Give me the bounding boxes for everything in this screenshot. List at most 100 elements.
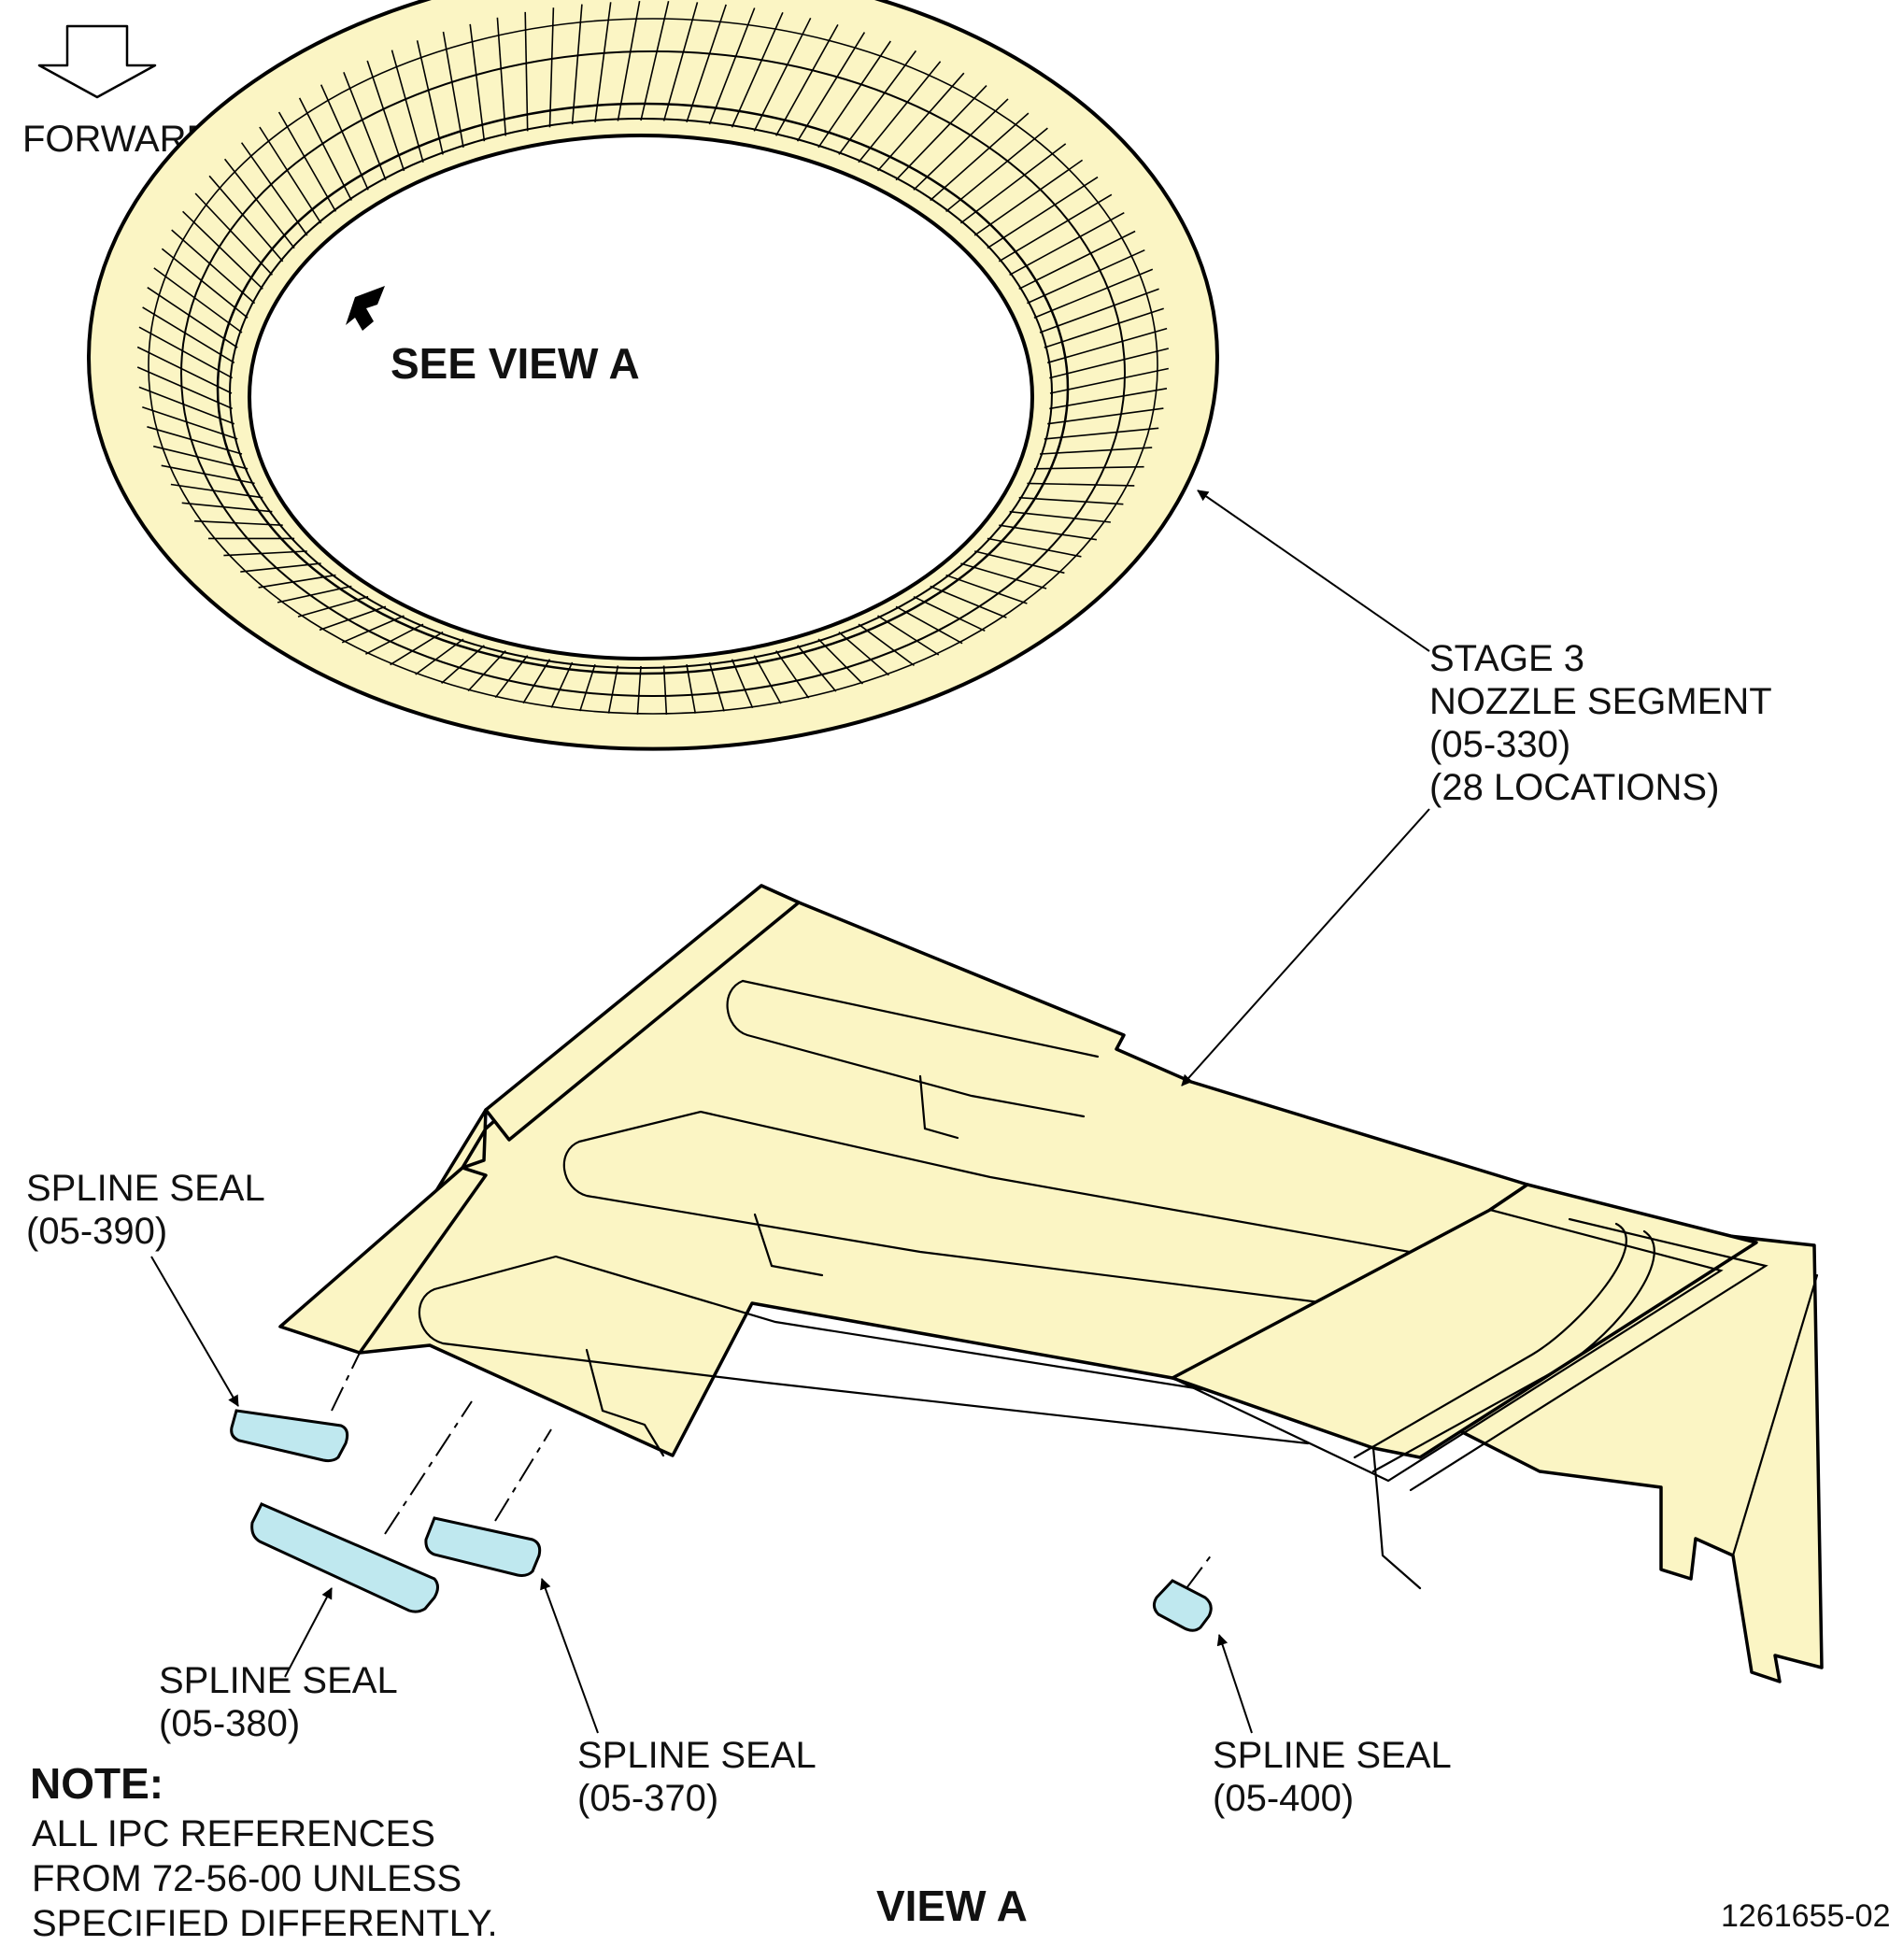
note-title: NOTE: bbox=[30, 1759, 163, 1808]
ring-vane bbox=[496, 17, 507, 136]
ring-vane bbox=[1033, 465, 1144, 470]
ring-vane bbox=[1009, 510, 1111, 523]
ring-vane bbox=[1018, 230, 1136, 291]
ring-vane bbox=[775, 24, 839, 136]
leader-lines bbox=[150, 490, 1430, 1734]
ring-vane bbox=[136, 346, 233, 394]
spline-seal-390 bbox=[230, 1409, 349, 1463]
ring-vane bbox=[153, 267, 243, 334]
ring-vane bbox=[1009, 211, 1125, 277]
ring-vane bbox=[571, 4, 583, 125]
view-title: VIEW A bbox=[876, 1882, 1028, 1930]
ring-vane bbox=[223, 158, 295, 249]
view-pointer-icon bbox=[346, 286, 385, 331]
ring-vane bbox=[1027, 249, 1145, 305]
ring-vane bbox=[469, 23, 486, 142]
ring-vane bbox=[171, 229, 256, 305]
ring-vane bbox=[594, 2, 612, 122]
ring-vane bbox=[548, 7, 555, 128]
seal-390-label-line2: (05-390) bbox=[26, 1211, 167, 1252]
nozzle-label-line4: (28 LOCATIONS) bbox=[1429, 767, 1719, 808]
seal-390-callout: SPLINE SEAL (05-390) bbox=[26, 1168, 265, 1252]
seal-400-callout: SPLINE SEAL (05-400) bbox=[1213, 1735, 1452, 1819]
ring-vane bbox=[640, 1, 670, 121]
ring-vane bbox=[1039, 447, 1153, 455]
ring-vane bbox=[838, 50, 917, 155]
seal-380-label-line1: SPLINE SEAL bbox=[159, 1660, 398, 1701]
ring-vane bbox=[1044, 307, 1164, 348]
ring-vane bbox=[708, 7, 756, 125]
note-line3: SPECIFIED DIFFERENTLY. bbox=[32, 1903, 498, 1944]
ring-vane bbox=[147, 287, 238, 348]
note-block: NOTE: ALL IPC REFERENCES FROM 72-56-00 U… bbox=[30, 1759, 498, 1944]
nozzle-label-line3: (05-330) bbox=[1429, 724, 1570, 765]
ring-vane bbox=[1047, 407, 1164, 425]
spline-seal-380 bbox=[250, 1502, 439, 1613]
ring-vane bbox=[753, 17, 812, 132]
ring-vane bbox=[662, 2, 699, 121]
ring-vane bbox=[895, 85, 987, 181]
ring-vane bbox=[416, 40, 444, 155]
nozzle-ring bbox=[86, 0, 1220, 751]
ring-vane bbox=[973, 159, 1084, 236]
ring-vane bbox=[194, 192, 273, 276]
ring-vane bbox=[208, 175, 284, 263]
seal-370-label-line2: (05-370) bbox=[577, 1778, 718, 1819]
ring-vane bbox=[998, 193, 1113, 263]
ring-vane bbox=[731, 11, 784, 128]
ring-vane bbox=[182, 210, 263, 290]
alignment-lines bbox=[331, 1352, 1215, 1589]
ring-vane bbox=[617, 0, 641, 121]
ring-vane bbox=[298, 97, 353, 201]
ring-vane bbox=[945, 127, 1048, 213]
ring-vane bbox=[858, 61, 942, 163]
ring-vane bbox=[796, 32, 866, 142]
ring-vane bbox=[142, 306, 235, 363]
ring-vane bbox=[1044, 427, 1159, 440]
forward-arrow-icon bbox=[37, 24, 157, 99]
figure-number: 1261655-02 bbox=[1721, 1898, 1889, 1934]
ring-vane bbox=[1027, 482, 1135, 487]
nozzle-segment bbox=[277, 884, 1824, 1683]
ring-vane bbox=[442, 31, 464, 149]
nozzle-label-line1: STAGE 3 bbox=[1429, 638, 1584, 679]
ring-vane bbox=[142, 405, 238, 440]
note-line2: FROM 72-56-00 UNLESS bbox=[32, 1858, 462, 1899]
ring-vane bbox=[1049, 388, 1168, 410]
ring-vanes bbox=[136, 0, 1169, 715]
ring-vane bbox=[1046, 327, 1168, 364]
seal-390-label-line1: SPLINE SEAL bbox=[26, 1168, 265, 1209]
nozzle-callout: STAGE 3 NOZZLE SEGMENT (05-330) (28 LOCA… bbox=[1429, 638, 1772, 808]
spline-seal-400 bbox=[1152, 1579, 1213, 1632]
ring-vane bbox=[391, 50, 424, 163]
ring-vane bbox=[1039, 288, 1159, 334]
ring-vane bbox=[686, 4, 727, 123]
ring-vane bbox=[524, 11, 529, 132]
ring-vane bbox=[987, 176, 1099, 249]
see-view-label: SEE VIEW A bbox=[391, 339, 640, 388]
ring-vane bbox=[876, 72, 965, 172]
seal-400-label-line2: (05-400) bbox=[1213, 1778, 1354, 1819]
ring-vane bbox=[240, 142, 308, 236]
ring-vane bbox=[959, 143, 1067, 224]
ring-vane bbox=[1049, 348, 1169, 379]
ring-vane bbox=[343, 72, 387, 180]
seal-380-callout: SPLINE SEAL (05-380) bbox=[159, 1660, 398, 1744]
seal-370-label-line1: SPLINE SEAL bbox=[577, 1735, 817, 1776]
ring-vane bbox=[930, 112, 1030, 202]
ring-vane bbox=[1018, 496, 1124, 505]
seal-370-callout: SPLINE SEAL (05-370) bbox=[577, 1735, 817, 1819]
seal-380-label-line2: (05-380) bbox=[159, 1703, 300, 1744]
ring-vane bbox=[138, 326, 234, 379]
ring-vane bbox=[136, 366, 234, 410]
spline-seal-370 bbox=[424, 1516, 542, 1577]
ring-vane bbox=[1033, 268, 1154, 319]
ring-vane bbox=[259, 126, 322, 224]
ring-vane bbox=[1049, 367, 1169, 394]
ring-vane bbox=[147, 426, 243, 455]
ring-vane bbox=[277, 111, 337, 212]
ring-vane bbox=[913, 98, 1009, 191]
ring-vane bbox=[817, 40, 891, 149]
ring-vane bbox=[320, 84, 369, 191]
